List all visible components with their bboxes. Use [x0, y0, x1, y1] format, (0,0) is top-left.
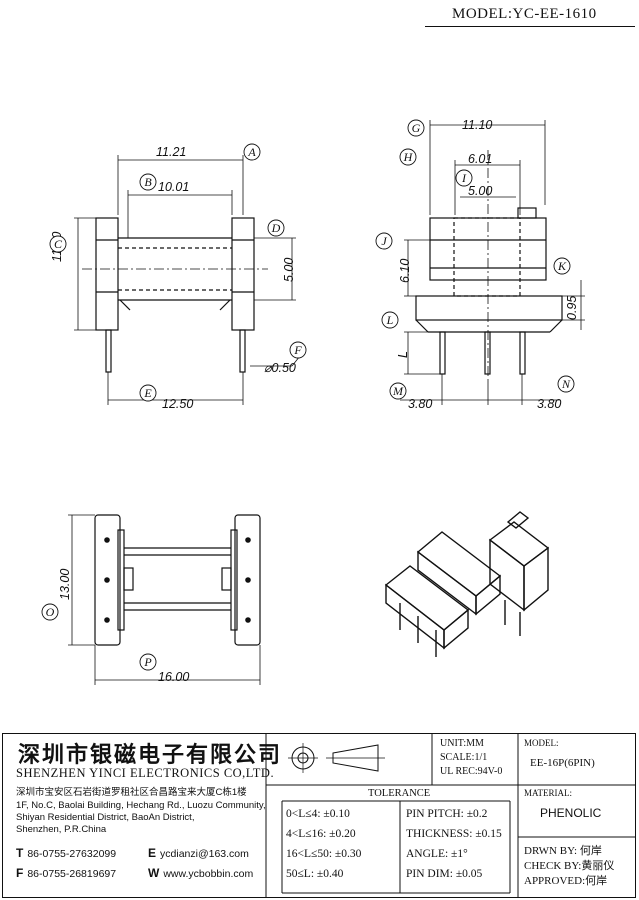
material-value: PHENOLIC	[540, 806, 602, 820]
marker-a: A	[248, 145, 256, 159]
address-en-line3: Shenzhen, P.R.China	[16, 824, 107, 835]
ul-rec-label: UL REC:94V-0	[440, 766, 503, 777]
dim-b-value: 10.01	[158, 180, 190, 194]
model-header: MODEL:YC-EE-1610	[452, 6, 597, 22]
title-block-grid	[265, 733, 636, 898]
marker-k: K	[557, 259, 566, 273]
dim-h-value: 6.01	[468, 152, 493, 166]
website-key: W	[148, 866, 160, 880]
address-en-line2: Shiyan Residential District, BaoAn Distr…	[16, 812, 195, 823]
marker-d: D	[271, 221, 281, 235]
dim-i-value: 5.00	[468, 184, 493, 198]
dim-n-value: 3.80	[537, 397, 562, 411]
marker-m: M	[393, 384, 403, 398]
marker-l: L	[386, 313, 394, 327]
scale-label: SCALE:1/1	[440, 752, 488, 763]
title-block	[2, 733, 636, 898]
marker-n: N	[561, 377, 570, 391]
technical-drawing	[68, 120, 585, 685]
marker-b: B	[144, 175, 152, 189]
tolerance-row-4: 50≤L: ±0.40	[286, 868, 344, 880]
dim-g-value: 11.10	[462, 118, 493, 132]
phone-number: 86-0755-27632099	[27, 848, 117, 860]
marker-p: P	[144, 655, 152, 669]
address-en-line1: 1F, No.C, Baolai Building, Hechang Rd., …	[16, 800, 266, 811]
dim-p-value: 16.00	[158, 670, 190, 684]
email-address[interactable]: ycdianzi@163.com	[160, 848, 249, 860]
header-underline	[425, 26, 635, 27]
dim-a-value: 11.21	[156, 145, 187, 159]
thickness-tolerance: THICKNESS: ±0.15	[406, 828, 502, 840]
isometric-view	[384, 511, 550, 657]
company-name-en: SHENZHEN YINCI ELECTRONICS CO,LTD.	[16, 766, 275, 780]
marker-f: F	[294, 343, 302, 357]
marker-c: C	[53, 237, 62, 251]
tolerance-row-3: 16<L≤50: ±0.30	[286, 848, 362, 860]
tolerance-row-1: 0<L≤4: ±0.10	[286, 808, 350, 820]
angle-tolerance: ANGLE: ±1°	[406, 848, 468, 860]
unit-label: UNIT:MM	[440, 738, 484, 749]
dim-m-value: 3.80	[408, 397, 433, 411]
model-value: EE-16P(6PIN)	[530, 757, 595, 769]
company-name-cn: 深圳市银磁电子有限公司	[18, 742, 283, 767]
dim-f-value: ⌀0.50	[264, 361, 296, 375]
website-link[interactable]: www.ycbobbin.com	[163, 868, 254, 880]
bottom-view	[68, 514, 261, 685]
marker-g: G	[411, 121, 421, 135]
tolerance-row-2: 4<L≤16: ±0.20	[286, 828, 356, 840]
pin-dim-tolerance: PIN DIM: ±0.05	[406, 868, 483, 880]
email-key: E	[148, 846, 157, 860]
material-label: MATERIAL:	[524, 788, 572, 798]
marker-e: E	[144, 386, 152, 400]
marker-o: O	[45, 605, 55, 619]
phone-key: T	[16, 846, 24, 860]
address-cn: 深圳市宝安区石岩街道罗租社区合昌路宝来大厦C栋1楼	[16, 787, 247, 798]
marker-h: H	[403, 150, 413, 164]
marker-j: J	[381, 234, 387, 248]
fax-key: F	[16, 866, 24, 880]
fax-number: 86-0755-26819697	[27, 868, 117, 880]
check-by: CHECK BY:黄丽仪	[524, 860, 615, 872]
side-view	[400, 120, 585, 405]
model-label: MODEL:	[524, 738, 559, 748]
tolerance-title: TOLERANCE	[368, 788, 431, 799]
front-view	[74, 155, 301, 405]
pin-pitch-tolerance: PIN PITCH: ±0.2	[406, 808, 488, 820]
marker-circles	[41, 119, 575, 671]
dim-e-value: 12.50	[162, 397, 194, 411]
marker-i: I	[462, 171, 466, 185]
approved-by: APPROVED:何岸	[524, 875, 608, 887]
drawn-by: DRWN BY: 何岸	[524, 845, 602, 857]
